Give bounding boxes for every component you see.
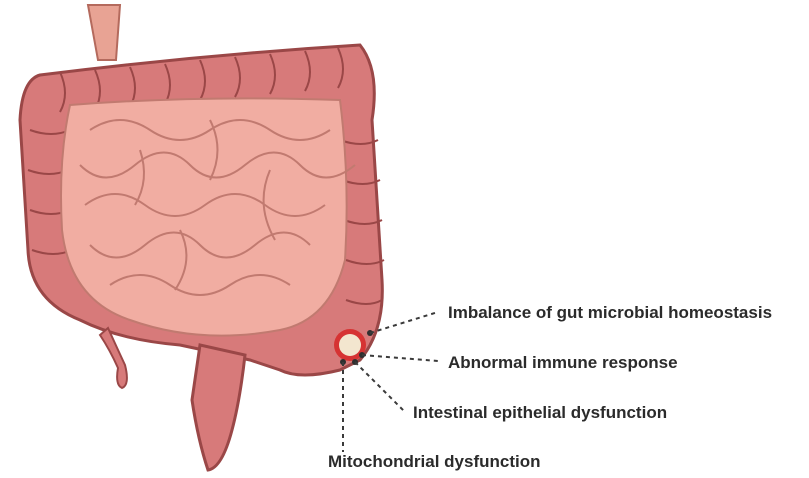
label-gut-microbial-imbalance: Imbalance of gut microbial homeostasis xyxy=(448,304,772,321)
label-epithelial-dysfunction: Intestinal epithelial dysfunction xyxy=(413,404,667,421)
small-intestine xyxy=(61,98,355,335)
connector-immune xyxy=(362,355,438,361)
upper-tube xyxy=(88,5,120,60)
label-abnormal-immune-response: Abnormal immune response xyxy=(448,354,678,371)
label-mitochondrial-dysfunction: Mitochondrial dysfunction xyxy=(328,453,541,470)
rectum xyxy=(192,345,245,470)
connector-epithelial xyxy=(355,362,405,412)
